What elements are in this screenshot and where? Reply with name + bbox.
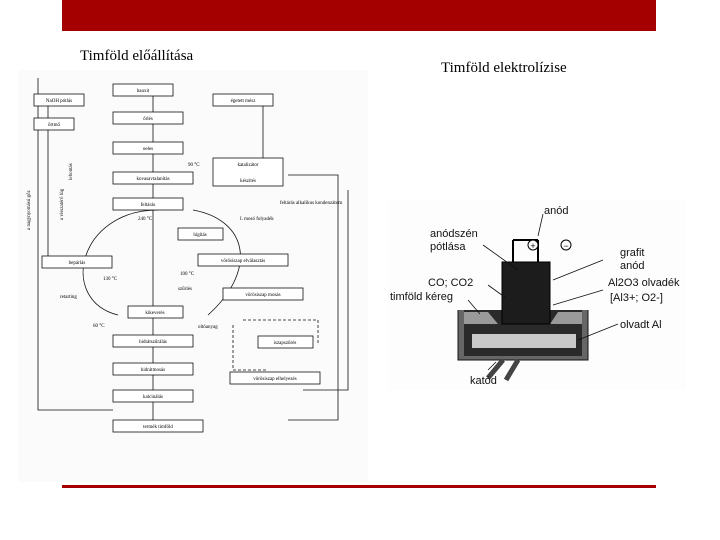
flow-box-hidratmosas: hidrátmosás <box>112 362 194 376</box>
svg-text:hígítás: hígítás <box>193 233 206 238</box>
label-katod: katód <box>470 375 497 387</box>
flow-box-feltaras: feltárás <box>112 197 184 211</box>
svg-text:bepárlás: bepárlás <box>69 261 86 266</box>
svg-text:készítés: készítés <box>240 179 256 184</box>
label-ions: [Al3+; O2-] <box>610 292 663 304</box>
top-accent-bar <box>62 0 656 31</box>
side-label-1: a nagynyomású gőz <box>27 190 32 230</box>
svg-text:vörösiszap elválasztás: vörösiszap elválasztás <box>221 259 265 264</box>
label-co-co2: CO; CO2 <box>428 277 473 289</box>
flow-box-naoh: NaOH pótlás <box>33 93 85 107</box>
label-feltaras-kondenzatum: feltárás alkalikus kondenzátum <box>280 201 342 206</box>
left-heading: Timföld előállítása <box>80 48 194 64</box>
flow-box-beparlas: bepárlás <box>41 255 113 269</box>
svg-text:vörösiszap mosás: vörösiszap mosás <box>245 293 280 298</box>
alumina-production-flowchart: bauxit NaOH pótlás égetett mész őrlés őr… <box>18 70 368 482</box>
label-al2o3: Al2O3 olvadék <box>608 277 680 289</box>
flowchart-svg: bauxit NaOH pótlás égetett mész őrlés őr… <box>27 78 349 433</box>
svg-text:őrlés: őrlés <box>143 117 153 122</box>
label-grafit-1: grafit <box>620 247 644 259</box>
cell-svg: + − anód anódszén pótlása grafit anód CO… <box>390 205 680 387</box>
label-anodszen-1: anódszén <box>430 228 478 240</box>
bottom-accent-line <box>62 485 656 488</box>
temp-130: 130 °C <box>103 277 118 282</box>
label-oltoanyag: oltóanyag <box>198 325 218 330</box>
side-label-2: a visszatérő lúg <box>60 188 65 220</box>
svg-text:kikeverés: kikeverés <box>145 311 164 316</box>
minus-sign: − <box>563 241 568 251</box>
label-timfold-kereg: timföld kéreg <box>390 291 453 303</box>
flow-box-kovasavtalanitas: kovasavtalanítás <box>112 171 194 185</box>
svg-text:égetett mész: égetett mész <box>231 99 257 104</box>
temp-90: 90 °C <box>188 163 200 168</box>
svg-text:kalcinálás: kalcinálás <box>143 395 163 400</box>
svg-text:katalizátor: katalizátor <box>237 163 258 168</box>
flow-box-egetett-mesz: égetett mész <box>212 93 274 107</box>
svg-text:vörösiszap elhelyezés: vörösiszap elhelyezés <box>253 377 297 382</box>
svg-text:oeles: oeles <box>143 147 153 152</box>
flow-box-termek-timfold: termék timföld <box>112 419 204 433</box>
flow-box-higitas: hígítás <box>177 227 224 241</box>
flow-box-vorosiszap-mosas: vörösiszap mosás <box>222 287 304 301</box>
svg-text:hidrátmosás: hidrátmosás <box>141 368 165 373</box>
side-label-3: lebontás <box>69 163 74 180</box>
svg-text:kovasavtalanítás: kovasavtalanítás <box>136 177 169 182</box>
plus-sign: + <box>530 241 535 251</box>
svg-text:hidrátszűrálás: hidrátszűrálás <box>139 340 167 345</box>
flow-box-kalcinalas: kalcinálás <box>112 389 194 403</box>
flow-box-kikeveres: kikeverés <box>127 305 184 319</box>
flow-box-ortmo: őrtmő <box>33 117 75 131</box>
svg-text:NaOH pótlás: NaOH pótlás <box>46 99 72 104</box>
label-retarting: retarting <box>60 295 77 300</box>
electrolysis-cell-diagram: + − anód anódszén pótlása grafit anód CO… <box>388 200 686 390</box>
label-anodszen-2: pótlása <box>430 241 466 253</box>
flow-box-vorosiszap-elhelyezes: vörösiszap elhelyezés <box>229 371 321 385</box>
svg-text:bauxit: bauxit <box>137 89 150 94</box>
flow-box-hidratszures: hidrátszűrálás <box>112 334 194 348</box>
svg-text:feltárás: feltárás <box>141 203 156 208</box>
temp-240: 240 °C <box>138 217 153 222</box>
label-grafit-2: anód <box>620 260 644 272</box>
flow-box-bauxit: bauxit <box>112 83 174 97</box>
svg-text:őrtmő: őrtmő <box>48 123 60 128</box>
label-moso-folyadek: I. mosó folyadék <box>240 217 274 222</box>
svg-text:termék timföld: termék timföld <box>143 425 173 430</box>
label-szurles: szűrlés <box>178 287 192 292</box>
temp-100: 100 °C <box>180 272 195 277</box>
flow-box-vorosiszap-elvalasztas: vörösiszap elválasztás <box>197 253 289 267</box>
flow-box-iszapszures: iszapszűrés <box>257 335 314 349</box>
flow-box-oeles: oeles <box>112 141 184 155</box>
flow-box-katalizator: katalizátor készítés <box>212 157 284 187</box>
svg-text:iszapszűrés: iszapszűrés <box>274 341 297 346</box>
right-heading: Timföld elektrolízise <box>441 60 567 76</box>
flow-box-orles: őrlés <box>112 111 184 125</box>
label-olvadt-al: olvadt Al <box>620 319 662 331</box>
temp-60: 60 °C <box>93 324 105 329</box>
label-anod: anód <box>544 205 568 217</box>
